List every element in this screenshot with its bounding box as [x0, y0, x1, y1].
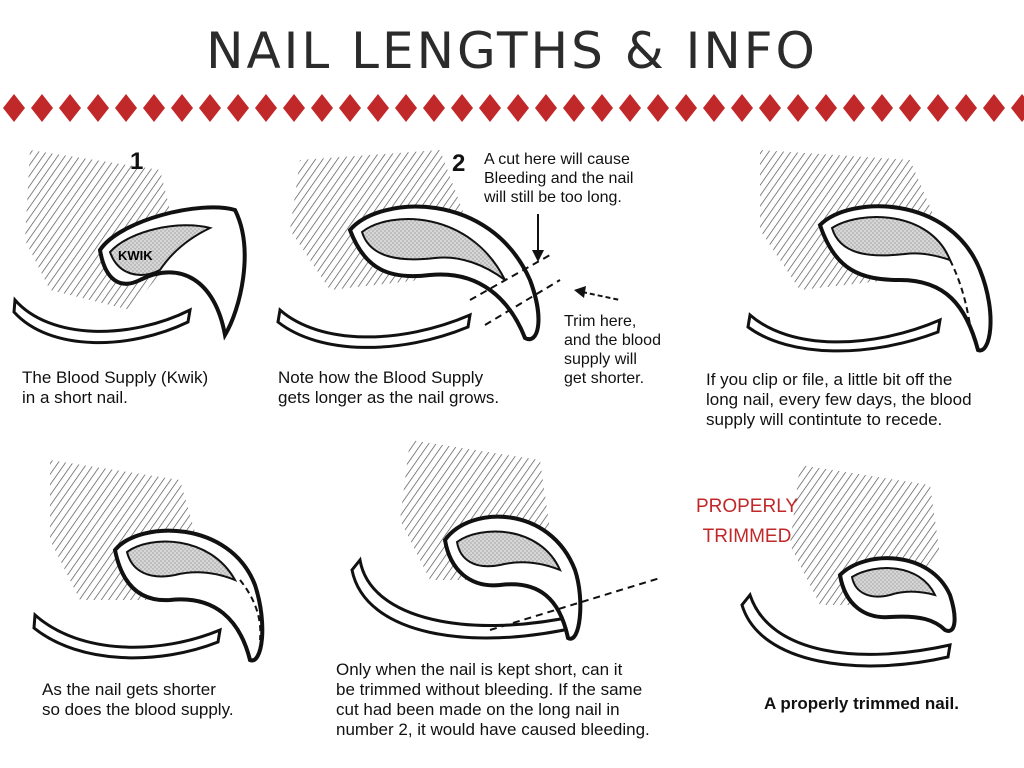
diamond-shape [395, 94, 417, 122]
diamond-shape [283, 94, 305, 122]
diamond-shape [927, 94, 949, 122]
diamond-shape [703, 94, 725, 122]
diamond-shape [955, 94, 977, 122]
diamond-shape [507, 94, 529, 122]
diamond-shape [115, 94, 137, 122]
diamond-shape [675, 94, 697, 122]
panel-2-number: 2 [452, 150, 466, 177]
nail-diagram-properly-trimmed [740, 465, 957, 668]
diamond-shape [255, 94, 277, 122]
arrow-down-icon [532, 214, 544, 262]
arrow-left-icon [574, 286, 621, 301]
diamond-shape [311, 94, 333, 122]
nail-diagram-short: KWIK [12, 150, 247, 345]
nail-diagram-shorter [32, 460, 265, 663]
diamond-shape [87, 94, 109, 122]
diamond-shape [563, 94, 585, 122]
diamond-shape [479, 94, 501, 122]
diamond-shape [1011, 94, 1024, 122]
diamond-shape [143, 94, 165, 122]
page-title: NAIL LENGTHS & INFO [206, 22, 818, 80]
panel-1-number: 1 [130, 148, 144, 175]
diamond-shape [759, 94, 781, 122]
diamond-divider [3, 94, 1024, 122]
diamond-shape [591, 94, 613, 122]
panel-3-caption: If you clip or file, a little bit off th… [706, 370, 972, 429]
panel-1-caption: The Blood Supply (Kwik)in a short nail. [22, 368, 209, 407]
diamond-shape [815, 94, 837, 122]
diamond-shape [367, 94, 389, 122]
diamond-shape [647, 94, 669, 122]
nail-diagram-cut-line [350, 440, 661, 641]
diamond-shape [731, 94, 753, 122]
diamond-shape [535, 94, 557, 122]
diamond-shape [619, 94, 641, 122]
diamond-shape [983, 94, 1005, 122]
diamond-shape [3, 94, 25, 122]
diamond-shape [871, 94, 893, 122]
nail-diagram-long [276, 150, 561, 349]
diamond-shape [787, 94, 809, 122]
diamond-shape [843, 94, 865, 122]
diamond-shape [31, 94, 53, 122]
diamond-shape [451, 94, 473, 122]
diamond-shape [227, 94, 249, 122]
diamond-shape [199, 94, 221, 122]
nail-diagram-receding [746, 150, 993, 353]
diamond-shape [59, 94, 81, 122]
diamond-shape [423, 94, 445, 122]
kwik-label: KWIK [118, 248, 153, 263]
panel-6-caption: A properly trimmed nail. [764, 694, 959, 713]
diamond-shape [339, 94, 361, 122]
diamond-shape [171, 94, 193, 122]
panel-5-caption: Only when the nail is kept short, can it… [336, 660, 650, 739]
diamond-shape [899, 94, 921, 122]
